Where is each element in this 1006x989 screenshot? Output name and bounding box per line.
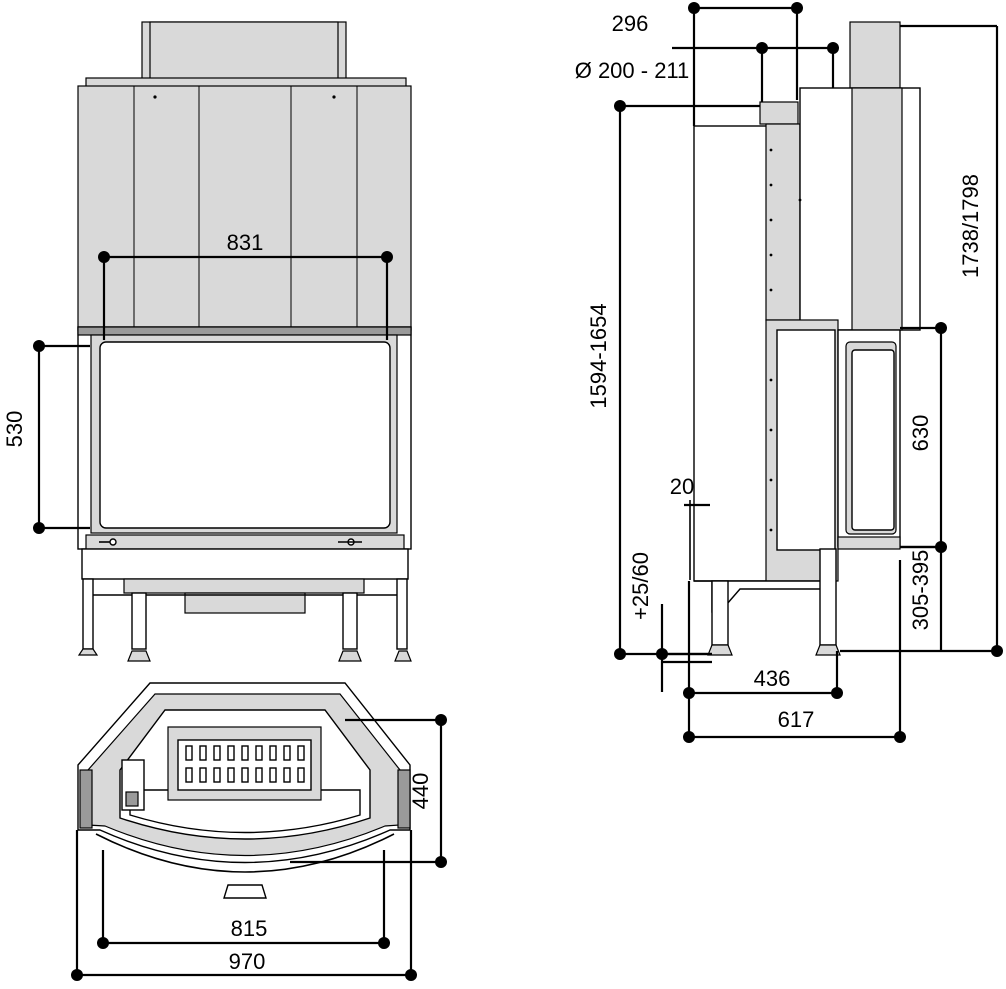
side-leg-front bbox=[819, 548, 837, 646]
side-view: 296 Ø 200 - 211 1594-1654 1738/1798 630 … bbox=[575, 2, 1003, 743]
label-20: 20 bbox=[670, 474, 694, 499]
label-305-395: 305-395 bbox=[908, 550, 933, 631]
label-25-60: +25/60 bbox=[628, 552, 653, 620]
label-296: 296 bbox=[612, 11, 649, 36]
label-530: 530 bbox=[2, 411, 27, 448]
label-617: 617 bbox=[778, 707, 815, 732]
flue-collar-inner bbox=[149, 21, 339, 89]
label-630: 630 bbox=[908, 415, 933, 452]
rear-rivets bbox=[769, 148, 802, 532]
front-view: 831 530 bbox=[2, 21, 412, 662]
leg-front-inner-left bbox=[131, 592, 147, 650]
flue-side bbox=[849, 21, 901, 89]
side-rear-channel bbox=[765, 123, 801, 321]
side-rear-body bbox=[693, 125, 769, 582]
label-1738-1798: 1738/1798 bbox=[958, 174, 983, 278]
door-glass bbox=[99, 341, 391, 529]
label-970: 970 bbox=[229, 949, 266, 974]
door-handle-left bbox=[109, 538, 117, 546]
grate-slots bbox=[185, 745, 305, 783]
label-440: 440 bbox=[408, 773, 433, 810]
hood-body bbox=[77, 85, 412, 331]
label-815: 815 bbox=[231, 916, 268, 941]
base-frame bbox=[81, 548, 409, 580]
side-leg-rear bbox=[711, 580, 729, 646]
label-436: 436 bbox=[754, 666, 791, 691]
plan-view: 440 815 970 bbox=[71, 682, 447, 981]
label-diameter: Ø 200 - 211 bbox=[575, 58, 690, 83]
leg-front-left bbox=[82, 578, 94, 650]
leg-front-inner-right bbox=[342, 592, 358, 650]
leg-front-right bbox=[396, 578, 408, 650]
label-1594-1654: 1594-1654 bbox=[586, 303, 611, 408]
plan-handle bbox=[223, 884, 267, 899]
label-831: 831 bbox=[227, 230, 264, 255]
